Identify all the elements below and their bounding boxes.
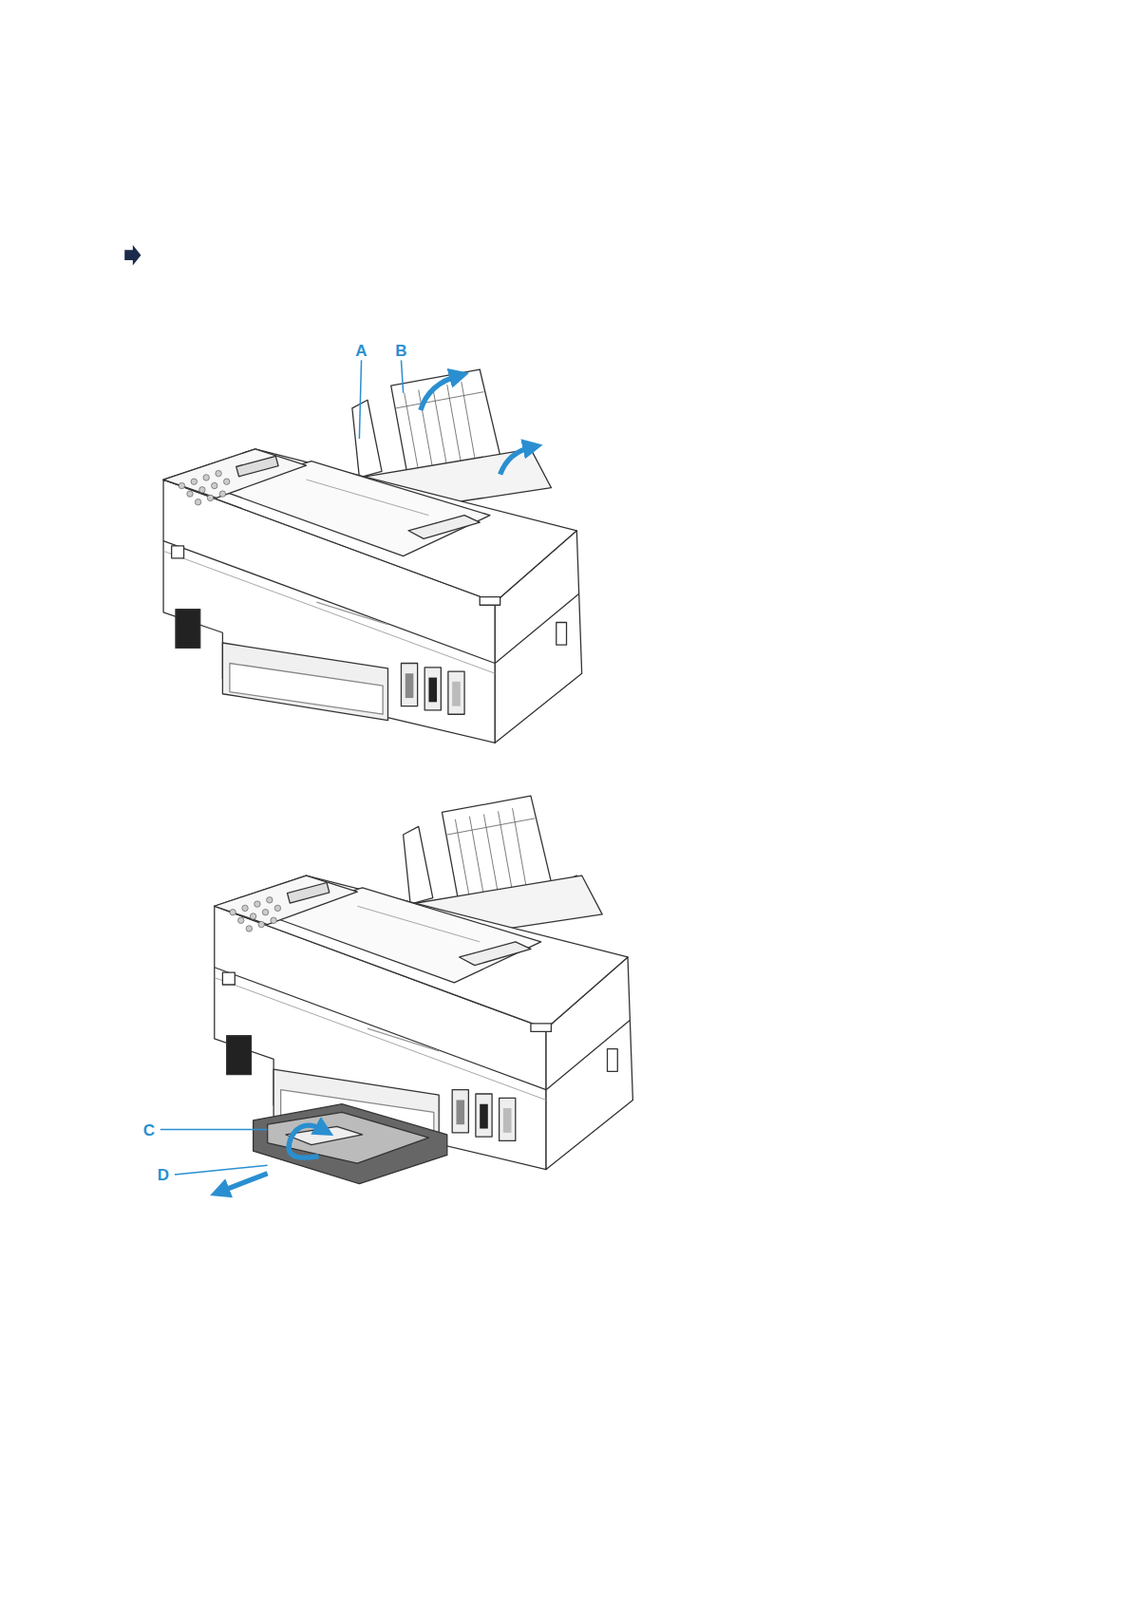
part-letter: D bbox=[157, 1167, 170, 1184]
part-letter: B bbox=[395, 341, 407, 359]
part-letter: A bbox=[355, 341, 367, 359]
part-letter: C bbox=[143, 1121, 155, 1138]
